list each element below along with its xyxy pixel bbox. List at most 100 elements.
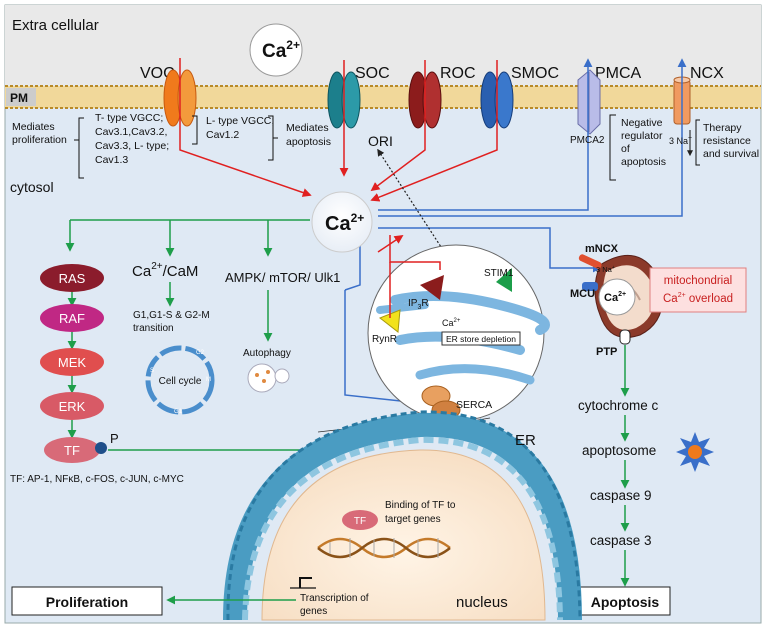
- tf-label: TF: [64, 443, 80, 458]
- ncx-3na: 3 Na: [669, 136, 688, 146]
- mek-label: MEK: [58, 355, 87, 370]
- plasma-membrane: [5, 85, 761, 109]
- erk-label: ERK: [59, 399, 86, 414]
- mcu-label: MCU: [570, 288, 595, 300]
- pmca-pump: [577, 69, 601, 135]
- mapk-pathway: RAS RAF MEK ERK TF P: [40, 264, 119, 463]
- ptp-label: PTP: [596, 346, 617, 358]
- t-type-list: T- type VGCC; Cav3.1,Cav3.2, Cav3.3, L- …: [95, 112, 172, 166]
- central-ca-sup: 2+: [351, 211, 365, 225]
- raf-label: RAF: [59, 311, 85, 326]
- endoplasmic-reticulum: [223, 410, 582, 621]
- extracellular-space: [5, 5, 761, 85]
- er-ca-label: Ca2+: [442, 318, 461, 328]
- smoc-channel: [480, 71, 514, 129]
- pmca2-label: PMCA2: [570, 135, 605, 146]
- dna-helix: [317, 537, 451, 559]
- tf-list: TF: AP-1, NFκB, c-FOS, c-JUN, c-MYC: [10, 474, 184, 485]
- apoptosis-pathway: cytochrome c apoptosome caspase 9 caspas…: [578, 345, 714, 616]
- central-ca-base: Ca: [325, 213, 351, 235]
- er-label: ER: [515, 432, 536, 449]
- green-branches: [65, 219, 310, 257]
- pm-label-box: [6, 88, 36, 106]
- apoptosome-icon: [676, 432, 714, 472]
- cam-label: Ca2+/CaM: [132, 261, 198, 280]
- ncx-notes: 3 Na+ Therapy resistance and survival: [669, 119, 759, 166]
- er-zoom-inset: STIM1 IP3R RynR Ca2+ ER store depletion …: [367, 235, 550, 422]
- ncx-label: NCX: [690, 65, 724, 82]
- ori-label: ORI: [368, 133, 393, 149]
- mcu-channel: [582, 282, 598, 291]
- ras-label: RAS: [59, 271, 86, 286]
- nucleus: [261, 449, 546, 621]
- cytochrome-label: cytochrome c: [578, 398, 659, 413]
- transcription-text: Transcription of genes: [300, 593, 371, 617]
- proliferation-box: [11, 586, 163, 616]
- ca-sup: 2+: [286, 38, 300, 52]
- mito-ca-label: Ca2+: [604, 291, 626, 304]
- cell-cycle-diagram: Cell cycle G2 M G1 S: [145, 345, 215, 415]
- stim1-icon: [496, 268, 512, 292]
- ca-base: Ca: [262, 41, 287, 62]
- phosphate: [95, 442, 107, 454]
- er-depletion-label: ER store depletion: [446, 334, 516, 344]
- overload-line2: Ca2+ overload: [663, 292, 733, 305]
- voc-label: VOC: [140, 65, 175, 82]
- serca-label: SERCA: [456, 399, 492, 411]
- negative-regulator: Negative regulator of apoptosis: [621, 117, 666, 168]
- apoptosis-box: [579, 586, 671, 616]
- pm-label: PM: [10, 91, 28, 105]
- caspase9-label: caspase 9: [590, 488, 652, 503]
- tf-node: [44, 437, 100, 463]
- svg-text:S: S: [150, 368, 154, 374]
- roc-channel: [408, 71, 442, 129]
- smoc-label: SMOC: [511, 65, 559, 82]
- stim1-label: STIM1: [484, 268, 514, 279]
- ip3r-red-line: [389, 235, 441, 270]
- svg-text:G1: G1: [174, 409, 183, 415]
- therapy-resistance: Therapy resistance and survival: [703, 122, 759, 160]
- mito-overload-box: mitochondrial Ca2+ overload: [649, 267, 747, 313]
- mediates-proliferation: Mediates proliferation: [12, 121, 67, 146]
- apoptosome-label: apoptosome: [582, 443, 656, 458]
- cytosolic-calcium: Ca2+: [311, 191, 373, 253]
- mediates-apoptosis: Mediates apoptosis: [286, 122, 332, 148]
- autophagy-label: Autophagy: [243, 348, 291, 359]
- cell-cycle-transition: G1,G1-S & G2-M transition: [133, 310, 212, 334]
- svg-text:G2: G2: [196, 350, 205, 356]
- serca-pump: [421, 385, 461, 420]
- svg-text:M: M: [206, 377, 211, 383]
- roc-label: ROC: [440, 65, 476, 82]
- ras-node: [40, 264, 104, 292]
- nucleus-label: nucleus: [456, 594, 508, 611]
- transcription-start-icon: [299, 577, 312, 588]
- svg-text:Ca2+: Ca2+: [325, 211, 364, 235]
- mito-3na: 3 Na+: [596, 265, 615, 274]
- overload-line1: mitochondrial: [664, 275, 732, 287]
- voc-notes: Mediates proliferation T- type VGCC; Cav…: [12, 112, 332, 179]
- proliferation-label: Proliferation: [46, 594, 128, 610]
- cytosol-label: cytosol: [10, 179, 54, 195]
- mitochondrion: Ca2+: [578, 254, 663, 345]
- autophagosome-icon: [247, 363, 290, 393]
- pmca-notes: PMCA2 Negative regulator of apoptosis: [570, 114, 666, 181]
- soc-label: SOC: [355, 65, 390, 82]
- l-type-list: L- type VGCC; Cav1.2: [206, 115, 277, 141]
- pmca-label: PMCA: [595, 65, 642, 82]
- nuclear-tf: [342, 510, 378, 530]
- nuclear-tf-label: TF: [354, 516, 366, 527]
- ip3r-icon: [420, 275, 444, 300]
- mncx-label: mNCX: [585, 243, 619, 255]
- mek-node: [40, 348, 104, 376]
- cell-cycle-label: Cell cycle: [159, 376, 202, 387]
- raf-node: [40, 304, 104, 332]
- soc-channel: [327, 71, 361, 129]
- phosphate-label: P: [110, 431, 119, 446]
- extracellular-label: Extra cellular: [12, 17, 99, 34]
- caspase3-label: caspase 3: [590, 533, 652, 548]
- influx-arrows: [179, 58, 498, 202]
- ip3r-label: IP3R: [408, 298, 429, 311]
- voc-channel: [163, 69, 197, 127]
